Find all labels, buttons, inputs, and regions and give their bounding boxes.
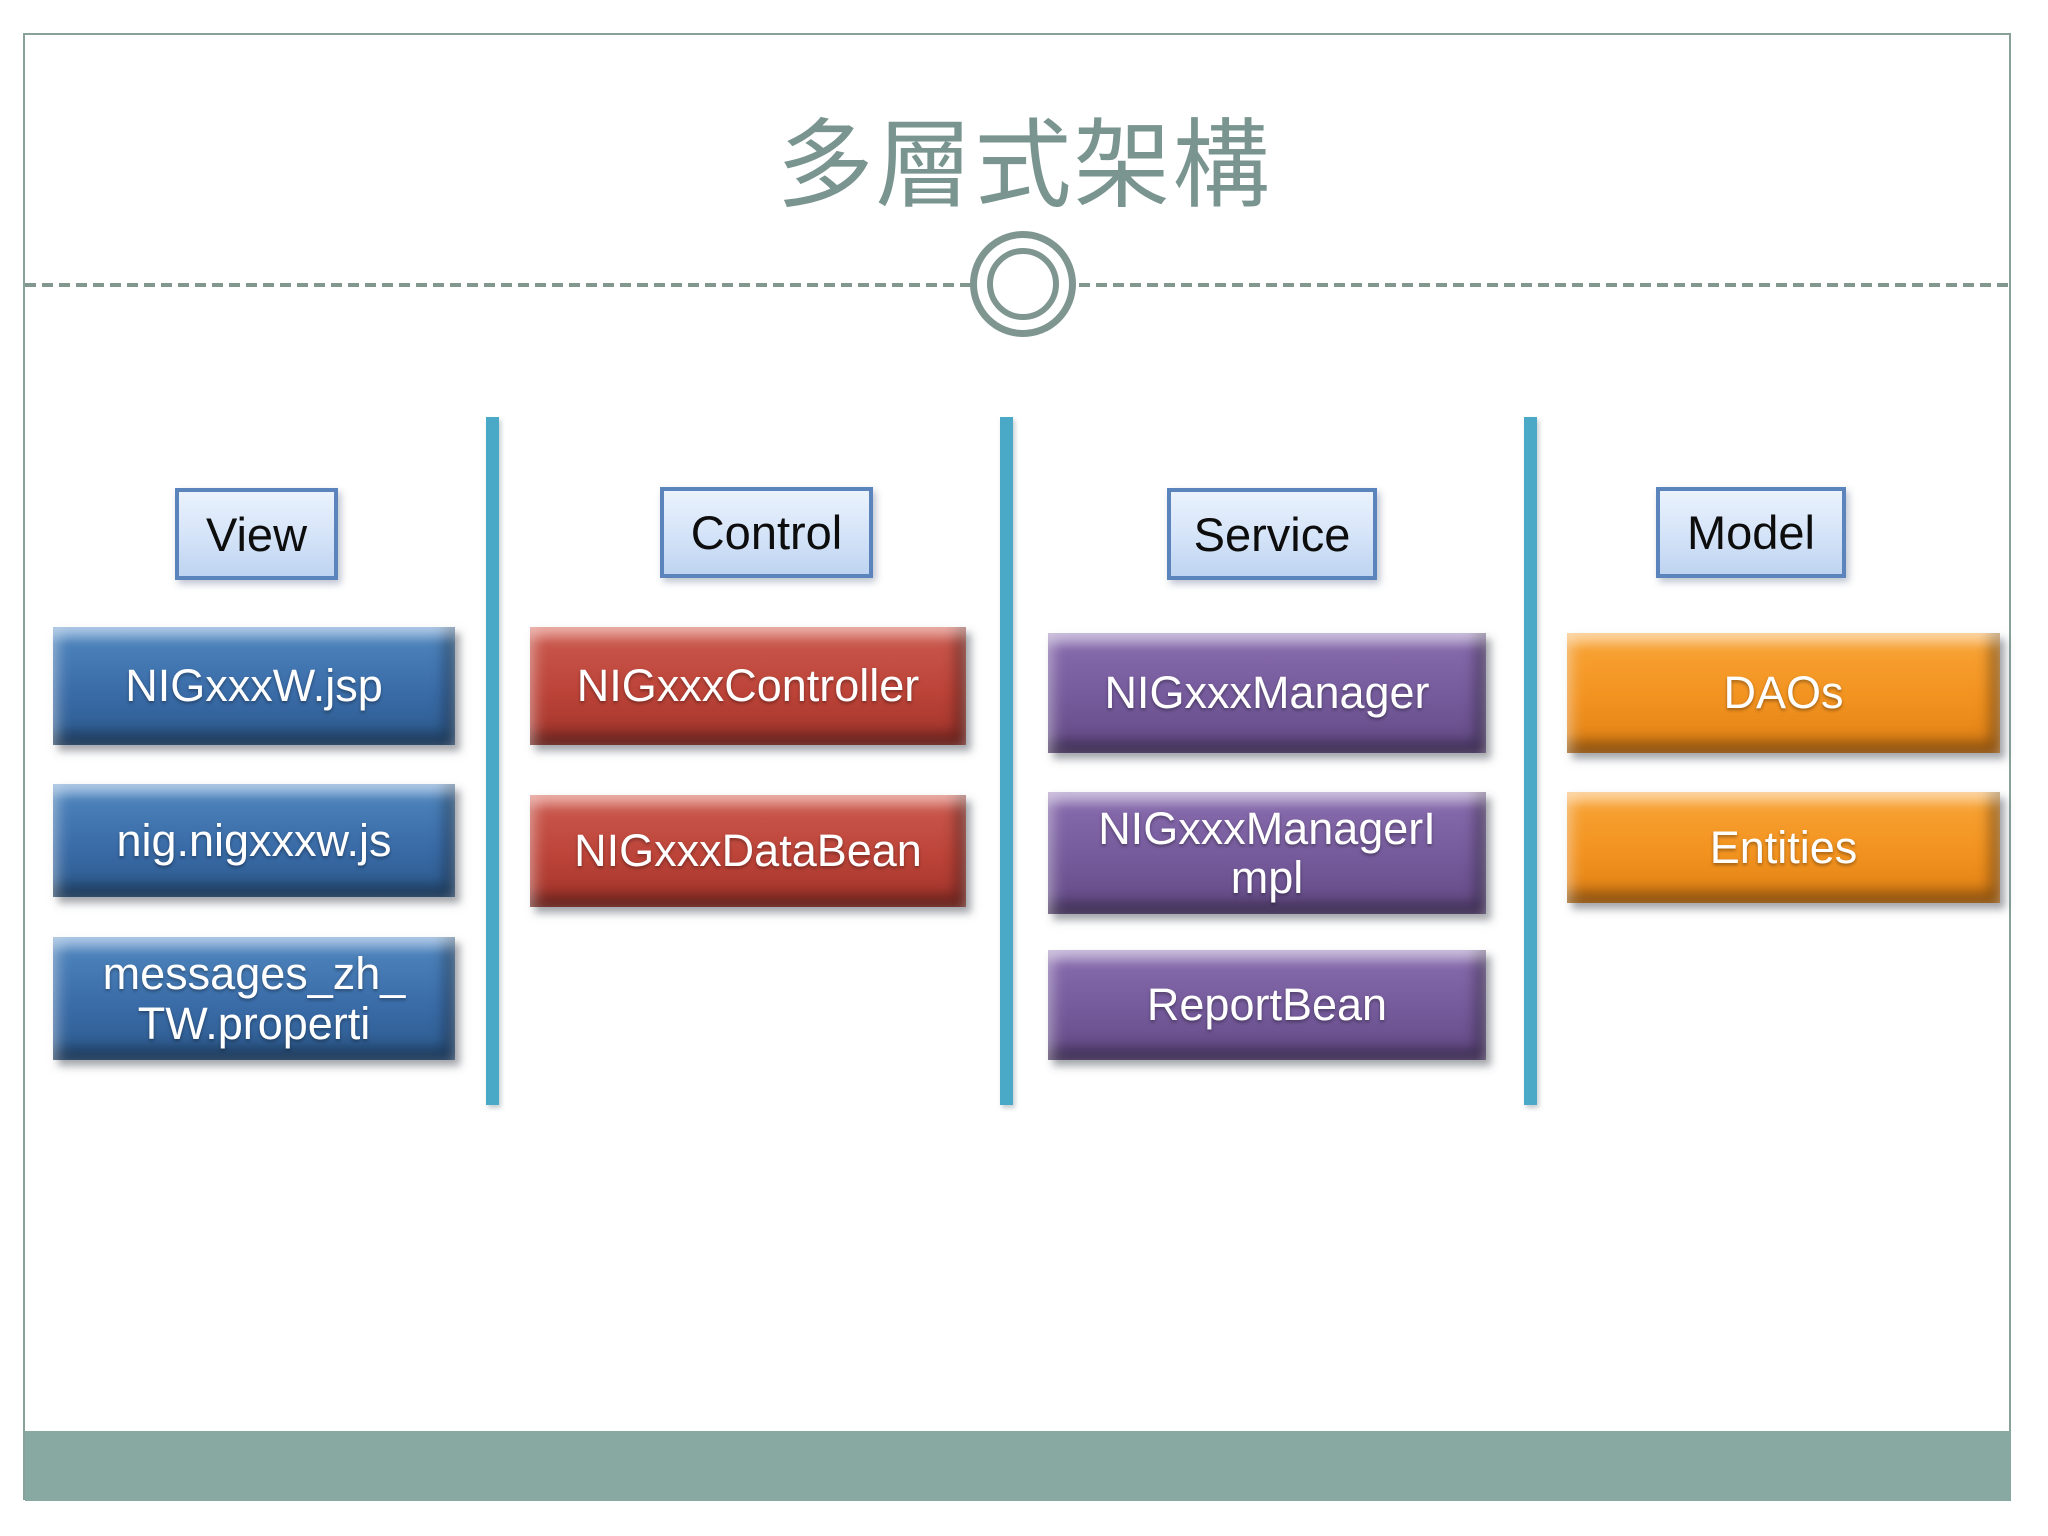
node-nig-nigxxxw-js: nig.nigxxxw.js — [53, 784, 455, 897]
column-header-control: Control — [660, 487, 873, 578]
column-header-model: Model — [1656, 487, 1846, 578]
footer-bar — [25, 1431, 2011, 1501]
circle-ornament-inner-ring — [987, 248, 1059, 320]
node-entities: Entities — [1567, 792, 2000, 903]
circle-ornament-icon — [970, 231, 1076, 337]
node-nigxxxmanager: NIGxxxManager — [1048, 633, 1486, 753]
node-nigxxxw-jsp: NIGxxxW.jsp — [53, 627, 455, 745]
node-nigxxxcontroller: NIGxxxController — [530, 627, 966, 745]
column-header-view: View — [175, 488, 338, 580]
node-nigxxxdatabean: NIGxxxDataBean — [530, 795, 966, 907]
column-divider-3 — [1524, 417, 1537, 1105]
node-messages-properties: messages_zh_ TW.properti — [53, 937, 455, 1060]
column-header-service: Service — [1167, 488, 1377, 580]
slide-title: 多層式架構 — [776, 111, 1272, 220]
column-divider-2 — [1000, 417, 1013, 1105]
node-reportbean: ReportBean — [1048, 950, 1486, 1060]
node-nigxxxmanagerimpl: NIGxxxManagerI mpl — [1048, 792, 1486, 914]
node-daos: DAOs — [1567, 633, 2000, 753]
column-divider-1 — [486, 417, 499, 1105]
